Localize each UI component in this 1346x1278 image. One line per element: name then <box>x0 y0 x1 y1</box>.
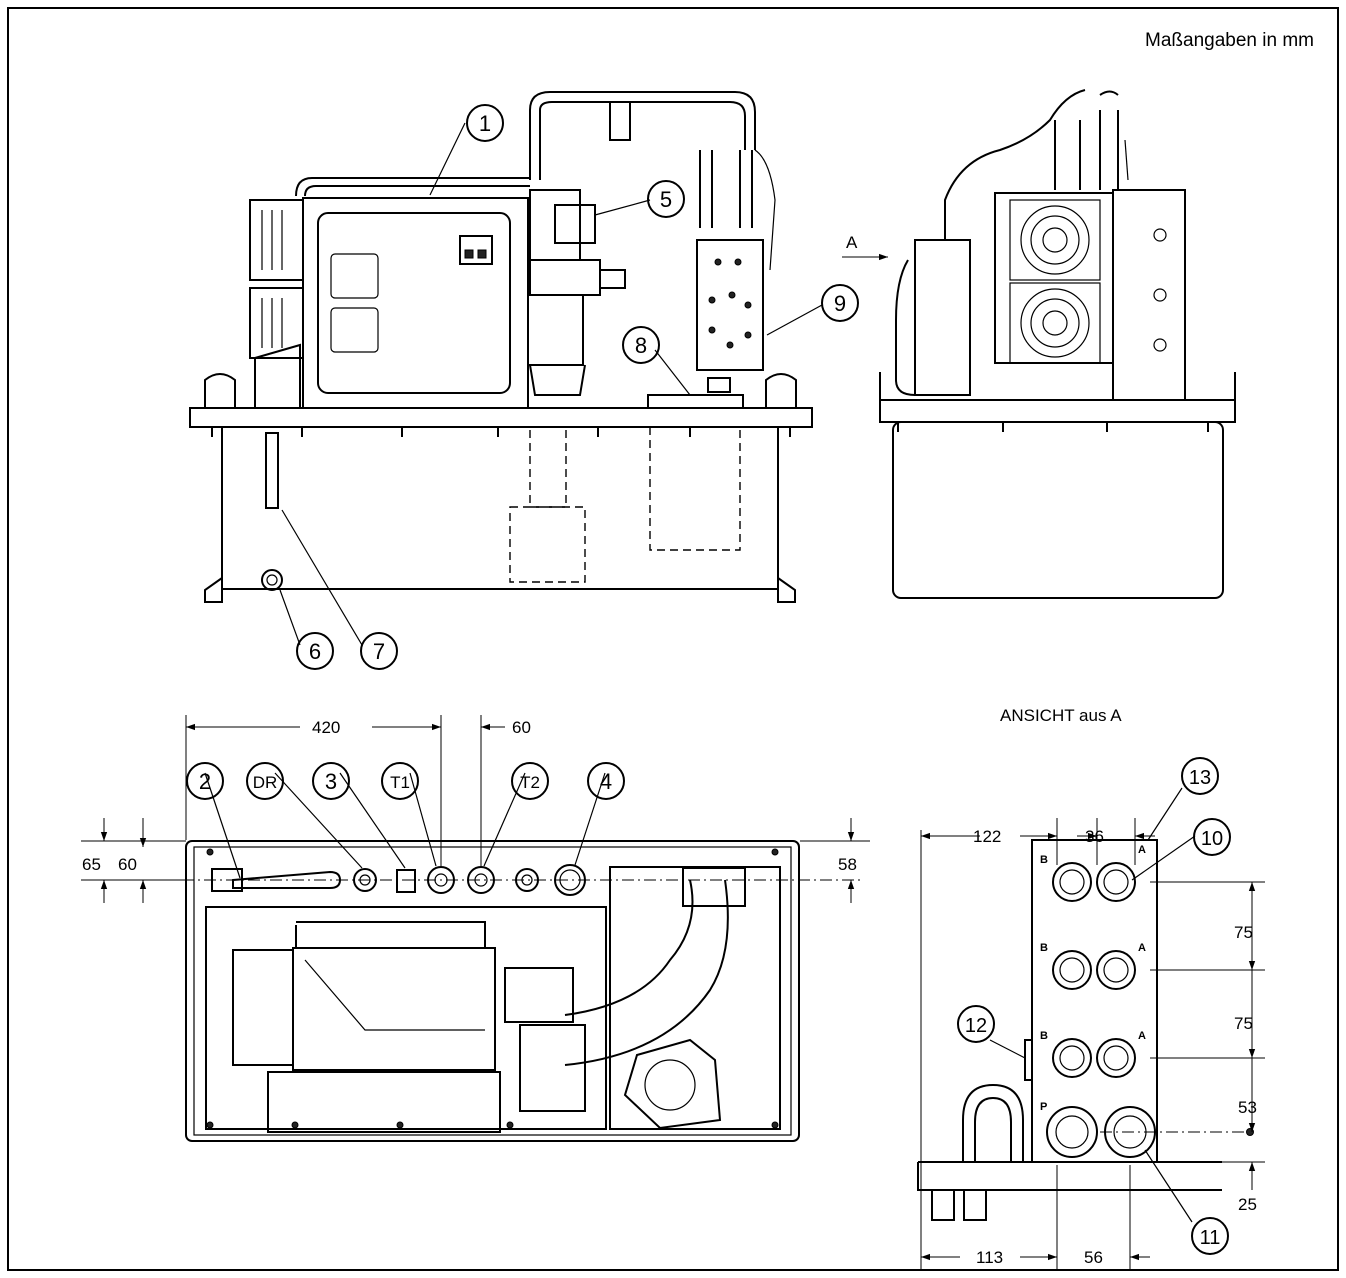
dim-plan-left-outer: 65 <box>82 855 101 874</box>
valve-manifold <box>696 239 764 371</box>
svg-text:8: 8 <box>635 333 647 358</box>
svg-text:2: 2 <box>199 769 211 794</box>
port-letter-b1: B <box>1040 854 1048 866</box>
callout-1: 1 <box>466 104 504 142</box>
dim-block-spacing-bottom: 56 <box>1084 1248 1103 1267</box>
callout-13: 13 <box>1181 757 1219 795</box>
units-note: Maßangaben in mm <box>1145 30 1314 51</box>
manifold-block <box>1031 839 1158 1163</box>
callout-5: 5 <box>647 180 685 218</box>
svg-text:11: 11 <box>1200 1227 1221 1249</box>
view-a-label: ANSICHT aus A <box>1000 706 1122 725</box>
svg-text:6: 6 <box>309 639 321 664</box>
dim-plan-left-inner: 60 <box>118 855 137 874</box>
port-letter-b3: B <box>1040 1030 1048 1042</box>
svg-text:T2: T2 <box>520 773 540 792</box>
dim-plan-right: 58 <box>838 855 857 874</box>
svg-text:7: 7 <box>373 639 385 664</box>
dim-plan-spacing-top: 60 <box>512 718 531 737</box>
dim-block-pitch-2: 75 <box>1234 1014 1253 1033</box>
control-cabinet <box>302 197 529 409</box>
port-letter-a2: A <box>1138 942 1146 954</box>
port-letter-a3: A <box>1138 1030 1146 1042</box>
dim-block-base: 25 <box>1238 1195 1257 1214</box>
view-arrow-label: A <box>846 233 858 252</box>
tank-lid <box>189 407 813 428</box>
port-letter-b2: B <box>1040 942 1048 954</box>
callout-9: 9 <box>821 284 859 322</box>
dim-plan-width-top: 420 <box>312 718 340 737</box>
plan-lid-outline <box>185 840 800 1142</box>
callout-10: 10 <box>1193 818 1231 856</box>
callout-2: 2 <box>186 762 224 800</box>
dim-block-spacing-top: 36 <box>1085 827 1104 846</box>
plan-view: 420 60 65 60 58 <box>81 715 870 1142</box>
manifold-view-a: B A B A B A P <box>917 787 1265 1270</box>
callout-7: 7 <box>360 632 398 670</box>
oil-tank <box>221 426 779 590</box>
front-view <box>189 91 823 646</box>
svg-text:DR: DR <box>253 773 278 792</box>
svg-text:T1: T1 <box>390 773 410 792</box>
side-view: A <box>842 89 1236 599</box>
svg-text:3: 3 <box>325 769 337 794</box>
svg-text:4: 4 <box>600 769 612 794</box>
callout-4: 4 <box>587 762 625 800</box>
cooler-unit <box>994 192 1114 364</box>
port-letter-a1: A <box>1138 844 1146 856</box>
dim-block-pitch-1: 75 <box>1234 923 1253 942</box>
svg-text:9: 9 <box>834 291 846 316</box>
port-letter-p: P <box>1040 1101 1047 1113</box>
dim-block-width-top: 122 <box>973 827 1001 846</box>
svg-text:1: 1 <box>479 111 491 136</box>
svg-text:5: 5 <box>660 187 672 212</box>
dim-block-pitch-3: 53 <box>1238 1098 1257 1117</box>
drain-plug <box>261 569 283 591</box>
callout-t1: T1 <box>381 762 419 800</box>
sight-glass <box>265 432 279 509</box>
svg-text:10: 10 <box>1201 828 1223 850</box>
callout-3: 3 <box>312 762 350 800</box>
callout-12: 12 <box>957 1005 995 1043</box>
svg-text:12: 12 <box>965 1015 987 1037</box>
callout-t2: T2 <box>511 762 549 800</box>
callout-8: 8 <box>622 326 660 364</box>
callout-6: 6 <box>296 632 334 670</box>
callout-dr: DR <box>246 762 284 800</box>
callout-11: 11 <box>1191 1217 1229 1255</box>
dim-block-width-bottom: 113 <box>976 1248 1003 1267</box>
side-tank <box>892 421 1224 599</box>
svg-text:13: 13 <box>1189 767 1211 789</box>
sheet-frame <box>7 7 1339 1271</box>
